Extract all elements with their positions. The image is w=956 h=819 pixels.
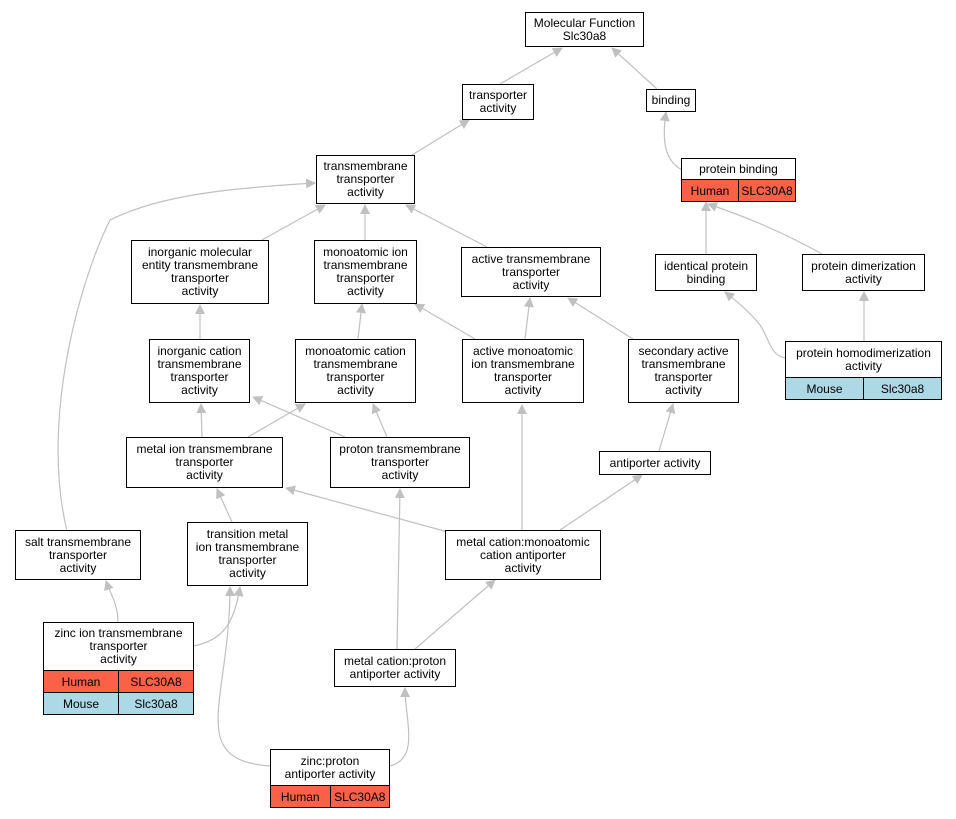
node-monoatomic-cation[interactable]: monoatomic cation transmembrane transpor… <box>295 339 416 403</box>
node-label: zinc:proton antiporter activity <box>284 753 376 781</box>
node-proton-transmembrane[interactable]: proton transmembrane transporter activit… <box>330 437 470 488</box>
node-label: identical protein binding <box>663 258 749 286</box>
gene-symbol: Slc30a8 <box>863 378 941 399</box>
node-transporter-activity[interactable]: transporter activity <box>462 84 534 120</box>
edge-transition-metal-to-metal-ion <box>216 488 233 523</box>
node-active-monoatomic-ion[interactable]: active monoatomic ion transmembrane tran… <box>462 339 584 403</box>
node-identical-protein-binding[interactable]: identical protein binding <box>655 254 757 291</box>
edge-transmembrane-to-transporter <box>411 119 470 156</box>
node-label: transporter activity <box>468 88 528 115</box>
edge-inorganic-molecular-to-transmembrane <box>261 204 326 241</box>
node-metal-ion[interactable]: metal ion transmembrane transporter acti… <box>126 437 283 488</box>
node-salt-transmembrane[interactable]: salt transmembrane transporter activity <box>15 530 141 580</box>
node-inorganic-molecular-entity[interactable]: inorganic molecular entity transmembrane… <box>131 240 269 304</box>
node-protein-binding[interactable]: protein binding Human SLC30A8 <box>681 158 796 202</box>
node-label: metal cation:monoatomic cation antiporte… <box>456 534 590 575</box>
node-label: monoatomic cation transmembrane transpor… <box>305 344 406 397</box>
edge-active-monoatomic-to-active-transmembrane <box>523 297 534 340</box>
node-label: zinc ion transmembrane transporter activ… <box>54 626 183 666</box>
node-protein-homodimerization[interactable]: protein homodimerization activity Mouse … <box>785 341 942 400</box>
node-inorganic-cation[interactable]: inorganic cation transmembrane transport… <box>149 339 250 403</box>
edge-zinc-proton-to-metal-cation-proton <box>389 687 411 767</box>
node-active-transmembrane[interactable]: active transmembrane transporter activit… <box>461 247 601 297</box>
node-label: metal cation:proton antiporter activity <box>343 654 447 681</box>
gene-row-human: Human SLC30A8 <box>44 670 193 692</box>
node-label: inorganic molecular entity transmembrane… <box>141 245 259 298</box>
node-metal-cation-monoatomic[interactable]: metal cation:monoatomic cation antiporte… <box>445 530 601 580</box>
edge-salt-to-transmembrane <box>57 178 316 532</box>
node-label: antiporter activity <box>609 455 701 470</box>
node-protein-dimerization[interactable]: protein dimerization activity <box>802 254 925 291</box>
species-mouse: Mouse <box>786 378 863 399</box>
node-label: inorganic cation transmembrane transport… <box>157 344 242 397</box>
gene-row-human: Human SLC30A8 <box>682 179 795 201</box>
edge-metal-cation-proton-to-metal-cation-monoatomic <box>414 579 496 650</box>
species-human: Human <box>682 180 738 201</box>
node-label: salt transmembrane transporter activity <box>24 534 132 575</box>
edge-metal-cation-proton-to-proton <box>394 488 405 650</box>
species-human: Human <box>44 671 118 692</box>
edge-transporter-to-mf <box>499 47 563 85</box>
gene-row-mouse: Mouse Slc30a8 <box>44 692 193 714</box>
node-secondary-active[interactable]: secondary active transmembrane transport… <box>628 339 739 403</box>
node-label: protein dimerization activity <box>811 258 916 286</box>
node-label: binding <box>651 93 691 107</box>
edge-antiporter-to-secondary <box>658 403 676 452</box>
edge-metal-cation-monoatomic-to-antiporter <box>559 474 643 531</box>
edge-active-monoatomic-to-monoatomic-ion <box>414 303 476 340</box>
node-label: secondary active transmembrane transport… <box>638 344 729 397</box>
edge-metal-ion-to-inorganic-cation <box>196 403 207 438</box>
node-zinc-proton[interactable]: zinc:proton antiporter activity Human SL… <box>270 749 390 808</box>
node-monoatomic-ion[interactable]: monoatomic ion transmembrane transporter… <box>314 240 417 304</box>
edge-proton-to-monoatomic-cation <box>371 403 388 438</box>
edge-metal-ion-to-monoatomic-cation <box>247 403 306 438</box>
node-transmembrane-transporter[interactable]: transmembrane transporter activity <box>316 155 415 204</box>
gene-row-human: Human SLC30A8 <box>271 785 389 807</box>
node-molecular-function[interactable]: Molecular Function Slc30a8 <box>525 12 644 47</box>
edge-zinc-proton-to-transition-metal <box>217 586 271 767</box>
edge-zinc-ion-to-transition-metal <box>193 586 244 647</box>
node-label: Molecular Function Slc30a8 <box>533 15 636 43</box>
node-label: monoatomic ion transmembrane transporter… <box>323 245 408 298</box>
node-label: protein homodimerization activity <box>796 345 931 373</box>
edge-monoatomic-cation-to-monoatomic-ion <box>356 303 366 340</box>
node-zinc-ion[interactable]: zinc ion transmembrane transporter activ… <box>43 622 194 715</box>
gene-symbol: SLC30A8 <box>738 180 795 201</box>
edge-secondary-to-active-transmembrane <box>567 297 634 340</box>
node-label: proton transmembrane transporter activit… <box>339 442 461 482</box>
edge-proton-to-inorganic-cation <box>252 396 346 438</box>
node-transition-metal[interactable]: transition metal ion transmembrane trans… <box>187 522 308 586</box>
species-human: Human <box>271 786 330 807</box>
species-mouse: Mouse <box>44 693 118 714</box>
gene-symbol: SLC30A8 <box>118 671 193 692</box>
edge-homodimerization-to-identical <box>724 291 786 359</box>
node-binding[interactable]: binding <box>646 89 696 112</box>
node-label: protein binding <box>699 161 778 176</box>
node-label: metal ion transmembrane transporter acti… <box>136 442 273 482</box>
edge-metal-cation-monoatomic-to-metal-ion <box>285 485 449 533</box>
edge-zinc-ion-to-salt <box>104 580 119 623</box>
edge-dimerization-to-protein-binding <box>707 202 823 255</box>
gene-symbol: SLC30A8 <box>329 786 389 807</box>
edge-active-transmembrane-to-transmembrane <box>405 204 488 248</box>
edge-binding-to-mf <box>611 47 658 90</box>
gene-symbol: Slc30a8 <box>118 693 193 714</box>
node-label: transmembrane transporter activity <box>323 159 408 199</box>
node-label: active transmembrane transporter activit… <box>471 251 591 292</box>
node-label: transition metal ion transmembrane trans… <box>195 527 300 580</box>
gene-row-mouse: Mouse Slc30a8 <box>786 377 941 399</box>
node-label: active monoatomic ion transmembrane tran… <box>471 344 575 397</box>
node-metal-cation-proton[interactable]: metal cation:proton antiporter activity <box>334 649 456 687</box>
node-antiporter[interactable]: antiporter activity <box>599 451 711 475</box>
edge-protein-binding-to-binding <box>659 111 683 171</box>
